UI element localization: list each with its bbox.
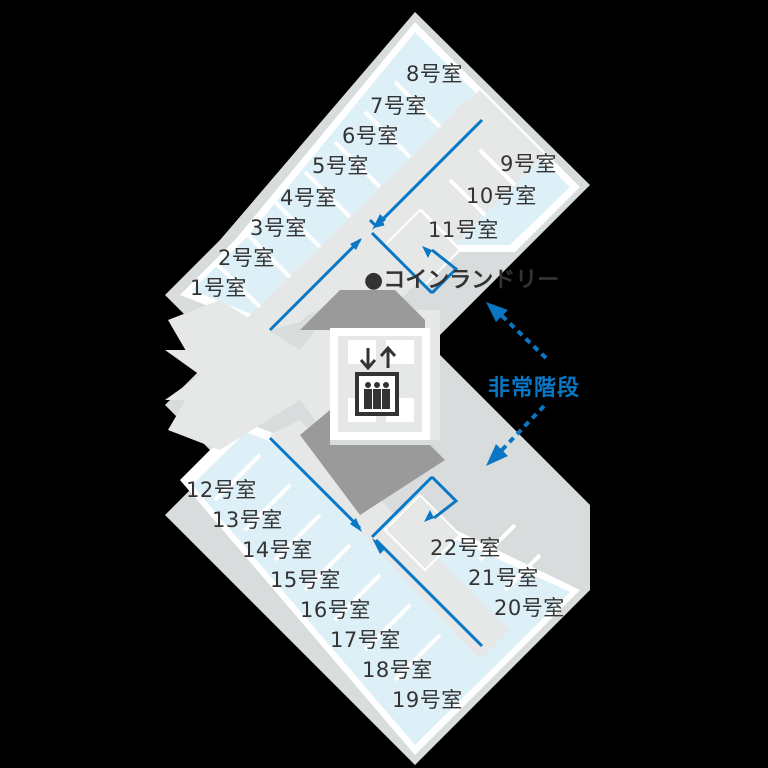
elevator-icon: [355, 345, 399, 416]
room-12: 12号室: [186, 478, 257, 502]
room-10: 10号室: [466, 184, 537, 208]
room-22: 22号室: [430, 536, 501, 560]
emergency-stairs-label: 非常階段: [488, 376, 581, 401]
room-11: 11号室: [428, 218, 499, 242]
arrow-head-up: [486, 302, 508, 322]
coin-laundry-label: ●コインランドリー: [364, 268, 560, 293]
route-arrows: [268, 118, 484, 648]
room-15: 15号室: [270, 568, 341, 592]
room-6: 6号室: [342, 124, 399, 148]
room-2: 2号室: [218, 246, 275, 270]
arrow-head-down: [486, 444, 508, 466]
room-16: 16号室: [300, 598, 371, 622]
room-14: 14号室: [242, 538, 313, 562]
room-17: 17号室: [330, 628, 401, 652]
room-9: 9号室: [500, 152, 557, 176]
room-8: 8号室: [406, 62, 463, 86]
building-shape: [165, 12, 590, 765]
room-4: 4号室: [280, 186, 337, 210]
room-21: 21号室: [468, 566, 539, 590]
arrow-heads: [350, 214, 434, 554]
room-13: 13号室: [212, 508, 283, 532]
room-20: 20号室: [494, 596, 565, 620]
room-19: 19号室: [392, 688, 463, 712]
room-18: 18号室: [362, 658, 433, 682]
room-1: 1号室: [190, 276, 247, 300]
room-7: 7号室: [370, 94, 427, 118]
room-3: 3号室: [250, 216, 307, 240]
room-5: 5号室: [312, 154, 369, 178]
